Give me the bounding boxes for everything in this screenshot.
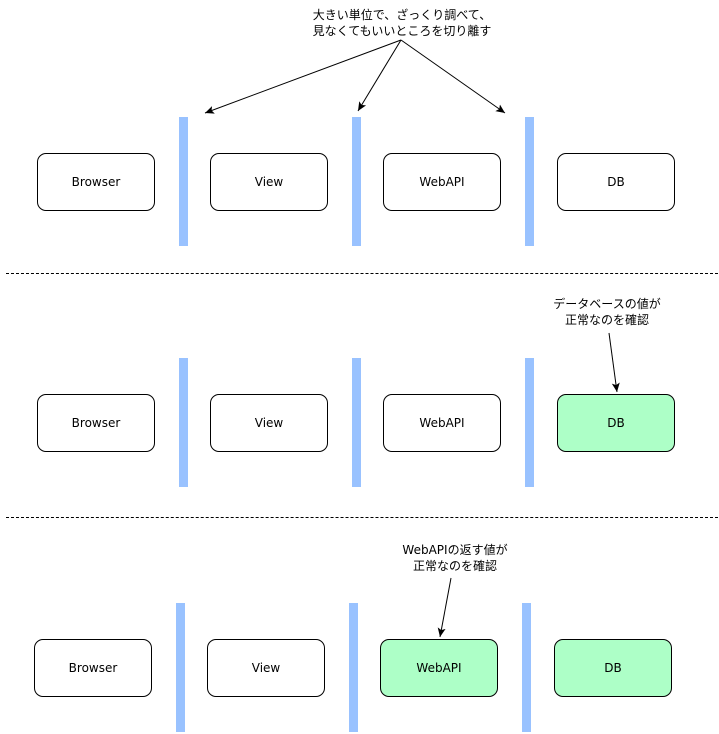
row2-note: データベースの値が 正常なのを確認 — [527, 296, 687, 328]
row3-node-browser: Browser — [34, 639, 152, 697]
row3-node-db: DB — [554, 639, 672, 697]
section-divider-2 — [6, 517, 718, 518]
arrow-to-bar-1 — [204, 39, 402, 114]
row3-separator-bar-1 — [176, 603, 185, 732]
row1-note-line2: 見なくてもいいところを切り離す — [312, 24, 492, 38]
row1-note: 大きい単位で、ざっくり調べて、 見なくてもいいところを切り離す — [296, 7, 508, 39]
row3-note: WebAPIの返す値が 正常なのを確認 — [380, 542, 530, 574]
row3-separator-bar-3 — [522, 603, 531, 732]
row3-note-line2: 正常なのを確認 — [412, 559, 497, 573]
node-label: Browser — [68, 661, 118, 675]
section-divider-1 — [6, 273, 718, 274]
row1-node-db: DB — [557, 153, 675, 211]
row1-separator-bar-3 — [525, 117, 534, 246]
node-label: WebAPI — [419, 416, 465, 430]
arrow-to-webapi — [437, 577, 452, 638]
row2-node-db: DB — [557, 394, 675, 452]
row1-note-line1: 大きい単位で、ざっくり調べて、 — [312, 8, 492, 22]
row2-note-line1: データベースの値が — [553, 297, 661, 311]
node-label: WebAPI — [416, 661, 462, 675]
node-label: DB — [604, 661, 622, 675]
node-label: View — [251, 661, 281, 675]
row3-separator-bar-2 — [349, 603, 358, 732]
node-label: DB — [607, 175, 625, 189]
row3-node-view: View — [207, 639, 325, 697]
node-label: Browser — [71, 416, 121, 430]
node-label: Browser — [71, 175, 121, 189]
row1-node-browser: Browser — [37, 153, 155, 211]
row2-node-browser: Browser — [37, 394, 155, 452]
row1-node-webapi: WebAPI — [383, 153, 501, 211]
row3-note-line1: WebAPIの返す値が — [402, 543, 508, 557]
node-label: DB — [607, 416, 625, 430]
arrow-to-bar-3 — [400, 39, 506, 114]
arrow-to-db — [608, 332, 620, 393]
row2-node-view: View — [210, 394, 328, 452]
node-label: View — [254, 175, 284, 189]
row3-node-webapi: WebAPI — [380, 639, 498, 697]
row2-note-line2: 正常なのを確認 — [564, 313, 649, 327]
row2-separator-bar-1 — [179, 358, 188, 487]
row1-node-view: View — [210, 153, 328, 211]
row2-node-webapi: WebAPI — [383, 394, 501, 452]
row2-separator-bar-3 — [525, 358, 534, 487]
row1-separator-bar-1 — [179, 117, 188, 246]
row1-separator-bar-2 — [352, 117, 361, 246]
node-label: View — [254, 416, 284, 430]
arrow-to-bar-2 — [357, 39, 402, 112]
row2-separator-bar-2 — [352, 358, 361, 487]
node-label: WebAPI — [419, 175, 465, 189]
